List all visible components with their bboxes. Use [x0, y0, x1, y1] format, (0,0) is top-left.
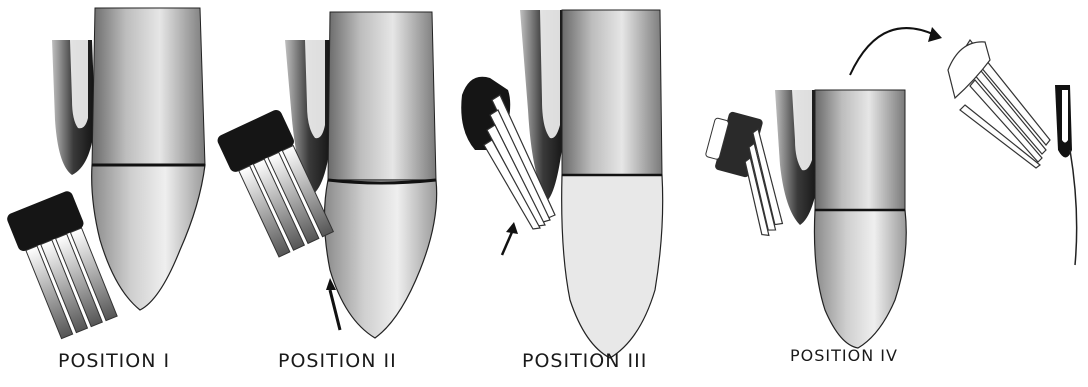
tooth-icon: [562, 10, 663, 358]
panel-position-4: [689, 27, 1076, 348]
arrow-diagonal-icon: [502, 222, 518, 255]
caption-position-3: POSITION III: [522, 350, 647, 372]
panel-position-2: [216, 12, 437, 338]
tooth-icon: [324, 12, 436, 338]
gum-icon: [775, 90, 820, 225]
caption-position-2: POSITION II: [278, 350, 397, 372]
caption-position-4: POSITION IV: [790, 346, 898, 365]
caption-position-1: POSITION I: [58, 350, 170, 372]
panel-position-3: [461, 10, 662, 358]
tooth-icon: [92, 8, 205, 310]
tooth-icon: [814, 90, 906, 348]
gum-icon: [52, 40, 95, 175]
curved-arrow-icon: [850, 27, 942, 75]
rotated-toothbrush-icon: [948, 40, 1077, 265]
panel-position-1: [5, 8, 205, 341]
